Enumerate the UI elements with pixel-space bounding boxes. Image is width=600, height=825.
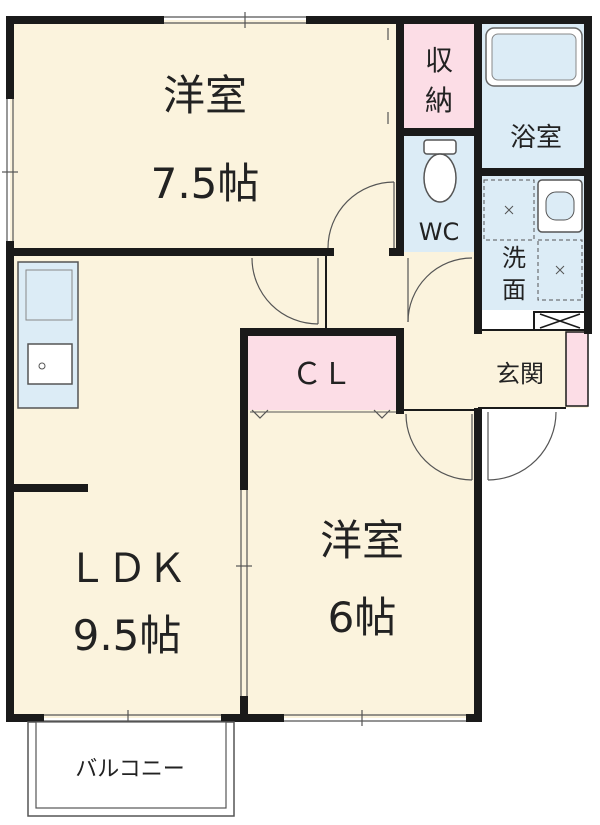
meter-box-x-mark [539,313,581,329]
closet-label: ＣＬ [292,357,352,392]
balcony-label: バルコニー [75,757,185,782]
closet-area [244,332,400,410]
door-swing-room-b [405,413,473,481]
room-a-name: 洋室 [163,71,247,120]
washroom-storage [483,179,535,241]
kitchen-counter [17,261,79,409]
sink-drain [38,362,46,370]
wc-label: WC [419,218,460,246]
bathtub-inner [491,33,577,81]
shoe-cabinet [565,331,589,407]
room-b-size: 6帖 [328,593,397,642]
door-swing-room-a [327,181,395,249]
thin-partitions [325,254,588,411]
bath-label: 浴室 [510,123,562,153]
entrance-label: 玄関 [496,360,544,388]
western-room-a-area [10,20,400,252]
kitchen-sink [27,343,73,385]
washroom-label-1: 洗 [502,244,526,272]
washroom-storage-x-mark [504,205,514,215]
washing-machine-x-mark [555,265,565,275]
door-swing-entrance [487,411,557,481]
windows [2,12,470,726]
western-room-b-area [244,410,478,718]
hallway-area [244,252,478,332]
storage-label-2: 納 [425,84,453,117]
toilet-tank [423,139,457,155]
washing-machine-pan [537,239,583,301]
door-swing-wc [407,257,473,323]
ldk-size: 9.5帖 [73,611,182,660]
ldk-name: ＬＤＫ [67,546,187,592]
balcony-inner [35,721,227,809]
toilet-bowl [423,153,457,203]
washroom-label-2: 面 [502,276,526,304]
storage-area [400,20,478,132]
door-swing-ldk [251,257,319,325]
stove [25,269,73,321]
room-b-name: 洋室 [320,516,404,565]
hallway-lower-area [400,332,478,412]
closet-door-marks [251,409,391,419]
room-a-size: 7.5帖 [151,159,260,208]
walls [6,16,592,722]
storage-label-1: 収 [425,44,453,77]
wash-basin-bowl [545,191,575,221]
